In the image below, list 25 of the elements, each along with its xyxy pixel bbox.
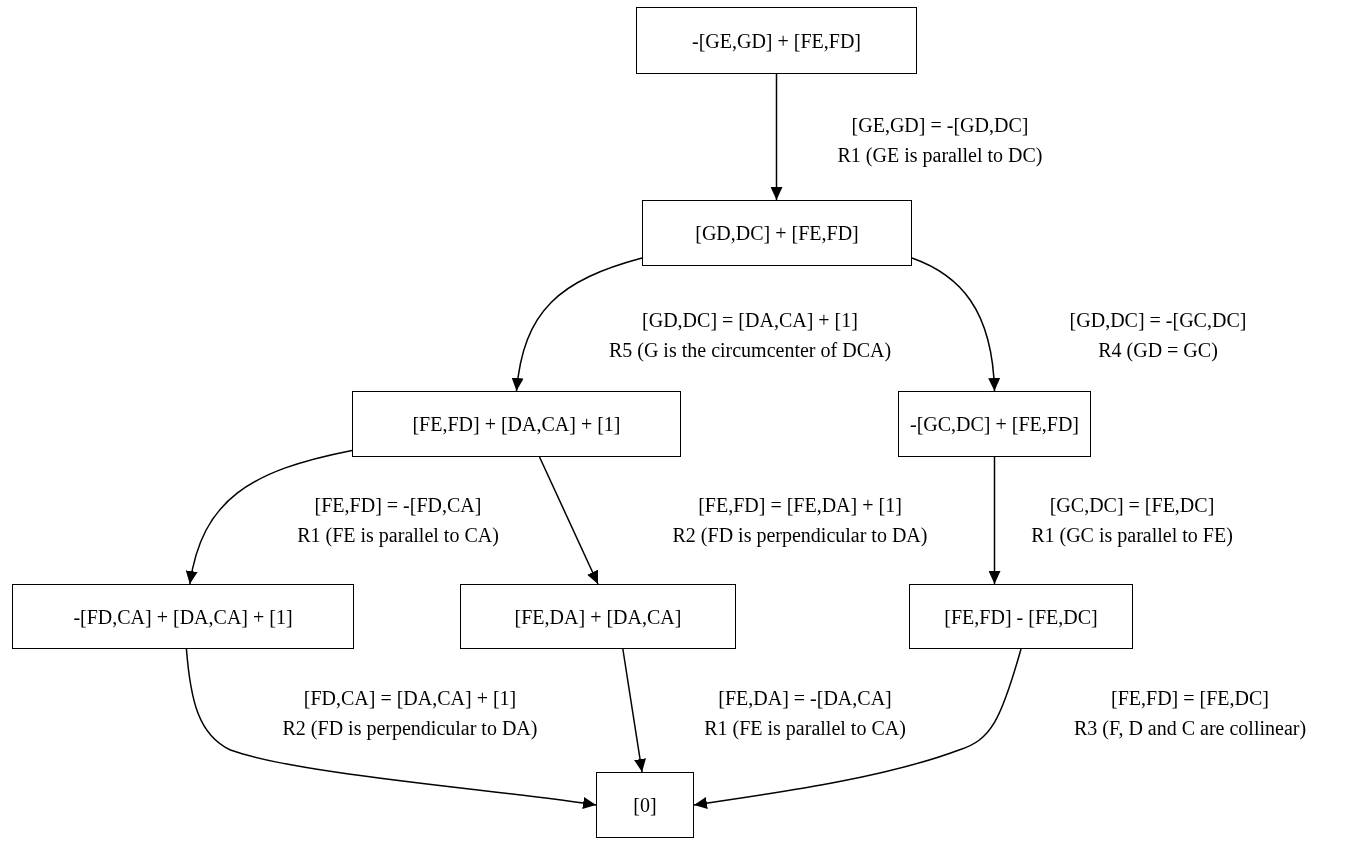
formula-text: [FE,FD] + [DA,CA] + [1] (412, 412, 621, 436)
arrow (186, 449, 353, 585)
formula-box (909, 584, 1133, 649)
arrow (622, 648, 646, 773)
formula-box (898, 391, 1091, 457)
formula-text: -[GC,DC] + [FE,FD] (909, 412, 1080, 436)
formula-text: [0] (633, 793, 657, 817)
formula-box (460, 584, 736, 649)
formula-text: [FE,DA] + [DA,CA] (514, 604, 682, 629)
arrow (911, 257, 1000, 392)
formula-text: -[GE,GD] + [FE,FD] (691, 28, 861, 53)
formula-text: [FE,FD] - [FE,DC] (944, 604, 1098, 629)
arrow (770, 73, 783, 201)
arrow (185, 648, 597, 810)
formula-box (596, 772, 694, 838)
arrow (538, 456, 599, 585)
formula-box (352, 391, 681, 457)
formula-box (12, 584, 354, 649)
arrow (988, 456, 1001, 585)
arrow (693, 648, 1022, 809)
formula-text: [GD,DC] + [FE,FD] (695, 221, 859, 245)
arrow (512, 257, 643, 392)
formula-box (642, 200, 912, 266)
formula-text: -[FD,CA] + [DA,CA] + [1] (73, 604, 293, 629)
formula-box (636, 7, 917, 74)
